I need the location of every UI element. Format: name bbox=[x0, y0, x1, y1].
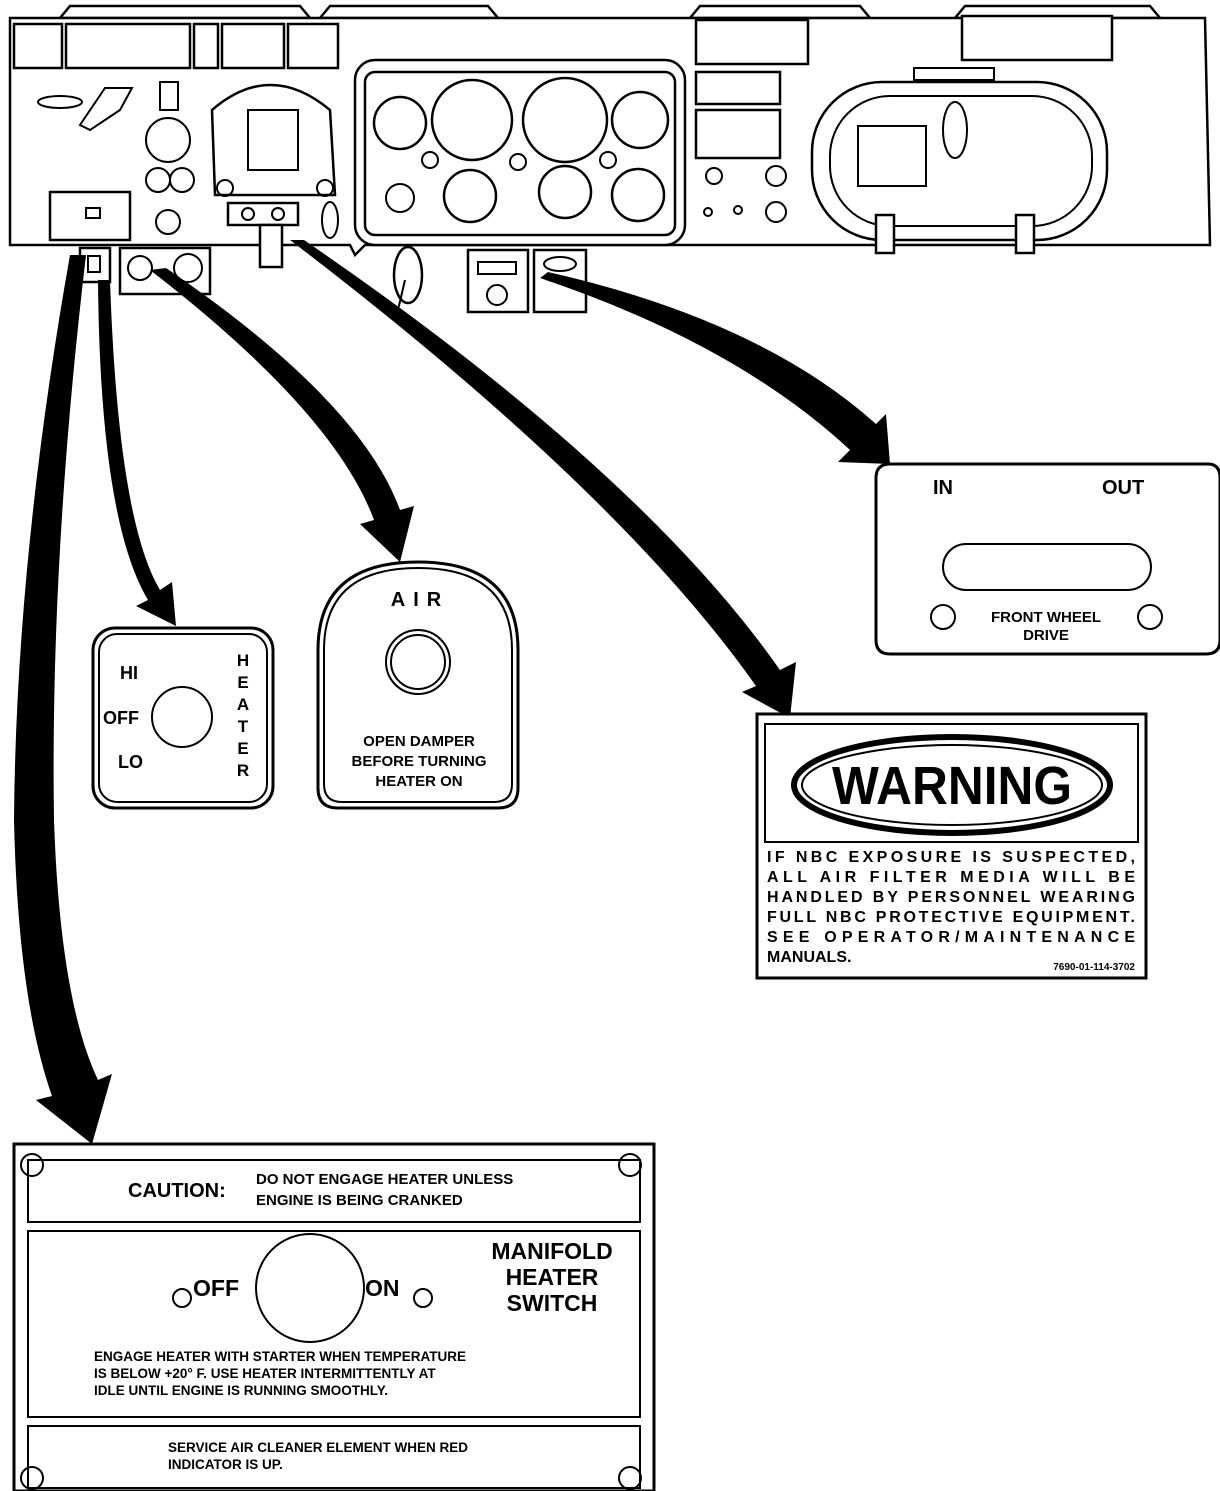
fwd-line-1: FRONT WHEEL bbox=[991, 609, 1101, 626]
heater-lo-label: LO bbox=[118, 752, 143, 772]
heater-off-label: OFF bbox=[103, 708, 139, 728]
air-line-2: BEFORE TURNING bbox=[352, 753, 487, 770]
manifold-body-3: IDLE UNTIL ENGINE IS RUNNING SMOOTHLY. bbox=[94, 1383, 388, 1398]
manifold-title-1: MANIFOLD bbox=[491, 1238, 612, 1264]
fwd-in-label: IN bbox=[933, 477, 953, 499]
air-line-1: OPEN DAMPER bbox=[363, 733, 475, 750]
warning-line-3: HANDLED BY PERSONNEL WEARING bbox=[767, 889, 1135, 906]
manifold-on-indicator bbox=[413, 1288, 433, 1308]
caution-line-2: ENGINE IS BEING CRANKED bbox=[256, 1192, 463, 1209]
nbc-warning-plate: WARNING IF NBC EXPOSURE IS SUSPECTED, AL… bbox=[755, 712, 1148, 980]
heater-vertical-a: A bbox=[237, 695, 249, 714]
heater-vertical-e: E bbox=[237, 673, 248, 692]
dashboard-panel bbox=[8, 4, 1212, 314]
arrow-to-warning-plate bbox=[290, 240, 796, 718]
service-line-1: SERVICE AIR CLEANER ELEMENT WHEN RED bbox=[168, 1440, 468, 1455]
manifold-heater-plate: CAUTION: DO NOT ENGAGE HEATER UNLESS ENG… bbox=[12, 1142, 656, 1491]
manifold-off-label: OFF bbox=[193, 1275, 239, 1301]
heater-vertical-t: T bbox=[238, 717, 249, 736]
heater-vertical-r: R bbox=[237, 761, 249, 780]
warning-oval bbox=[791, 734, 1113, 836]
fwd-line-2: DRIVE bbox=[1023, 627, 1069, 644]
warning-part-number: 7690-01-114-3702 bbox=[1053, 962, 1135, 973]
service-line-2: INDICATOR IS UP. bbox=[168, 1457, 283, 1472]
air-line-3: HEATER ON bbox=[375, 773, 462, 790]
arrow-to-fwd-plate bbox=[540, 272, 890, 464]
warning-title: WARNING bbox=[832, 756, 1072, 816]
corner-rivet-br bbox=[618, 1466, 642, 1490]
caution-label: CAUTION: bbox=[128, 1180, 226, 1202]
manifold-title-3: SWITCH bbox=[507, 1290, 598, 1316]
heater-vertical-h: H bbox=[237, 651, 249, 670]
front-wheel-drive-plate: IN OUT FRONT WHEEL DRIVE bbox=[874, 462, 1220, 656]
corner-rivet-tr bbox=[618, 1153, 642, 1177]
manifold-body-1: ENGAGE HEATER WITH STARTER WHEN TEMPERAT… bbox=[94, 1349, 466, 1364]
heater-hi-label: HI bbox=[120, 663, 138, 683]
arrow-to-caution-plate bbox=[14, 255, 112, 1144]
arrow-to-heater-plate bbox=[98, 280, 176, 626]
manifold-title-2: HEATER bbox=[506, 1264, 599, 1290]
manifold-on-label: ON bbox=[365, 1275, 400, 1301]
warning-line-2: ALL AIR FILTER MEDIA WILL BE bbox=[767, 869, 1135, 886]
corner-rivet-bl bbox=[20, 1466, 44, 1490]
air-damper-plate: AIR OPEN DAMPER BEFORE TURNING HEATER ON bbox=[316, 560, 520, 810]
air-label: AIR bbox=[391, 589, 449, 611]
caution-line-1: DO NOT ENGAGE HEATER UNLESS bbox=[256, 1171, 513, 1188]
air-damper-knob bbox=[385, 629, 451, 695]
heater-vertical-e2: E bbox=[237, 739, 248, 758]
manifold-off-indicator bbox=[172, 1288, 192, 1308]
heater-switch-knob bbox=[151, 686, 213, 748]
manifold-switch-knob bbox=[255, 1233, 365, 1343]
arrow-to-air-plate bbox=[150, 268, 414, 562]
corner-rivet-tl bbox=[20, 1153, 44, 1177]
warning-line-4: FULL NBC PROTECTIVE EQUIPMENT. bbox=[767, 909, 1135, 926]
fwd-left-rivet bbox=[930, 604, 956, 630]
callout-arrows bbox=[14, 240, 890, 1144]
fwd-lever-slot bbox=[942, 543, 1152, 591]
fwd-right-rivet bbox=[1137, 604, 1163, 630]
warning-line-1: IF NBC EXPOSURE IS SUSPECTED, bbox=[767, 849, 1135, 866]
warning-line-6: MANUALS. bbox=[767, 949, 851, 966]
fwd-out-label: OUT bbox=[1102, 477, 1144, 499]
manifold-body-2: IS BELOW +20° F. USE HEATER INTERMITTENT… bbox=[94, 1366, 436, 1381]
heater-switch-plate: HI OFF LO H E A T E R bbox=[91, 626, 275, 810]
